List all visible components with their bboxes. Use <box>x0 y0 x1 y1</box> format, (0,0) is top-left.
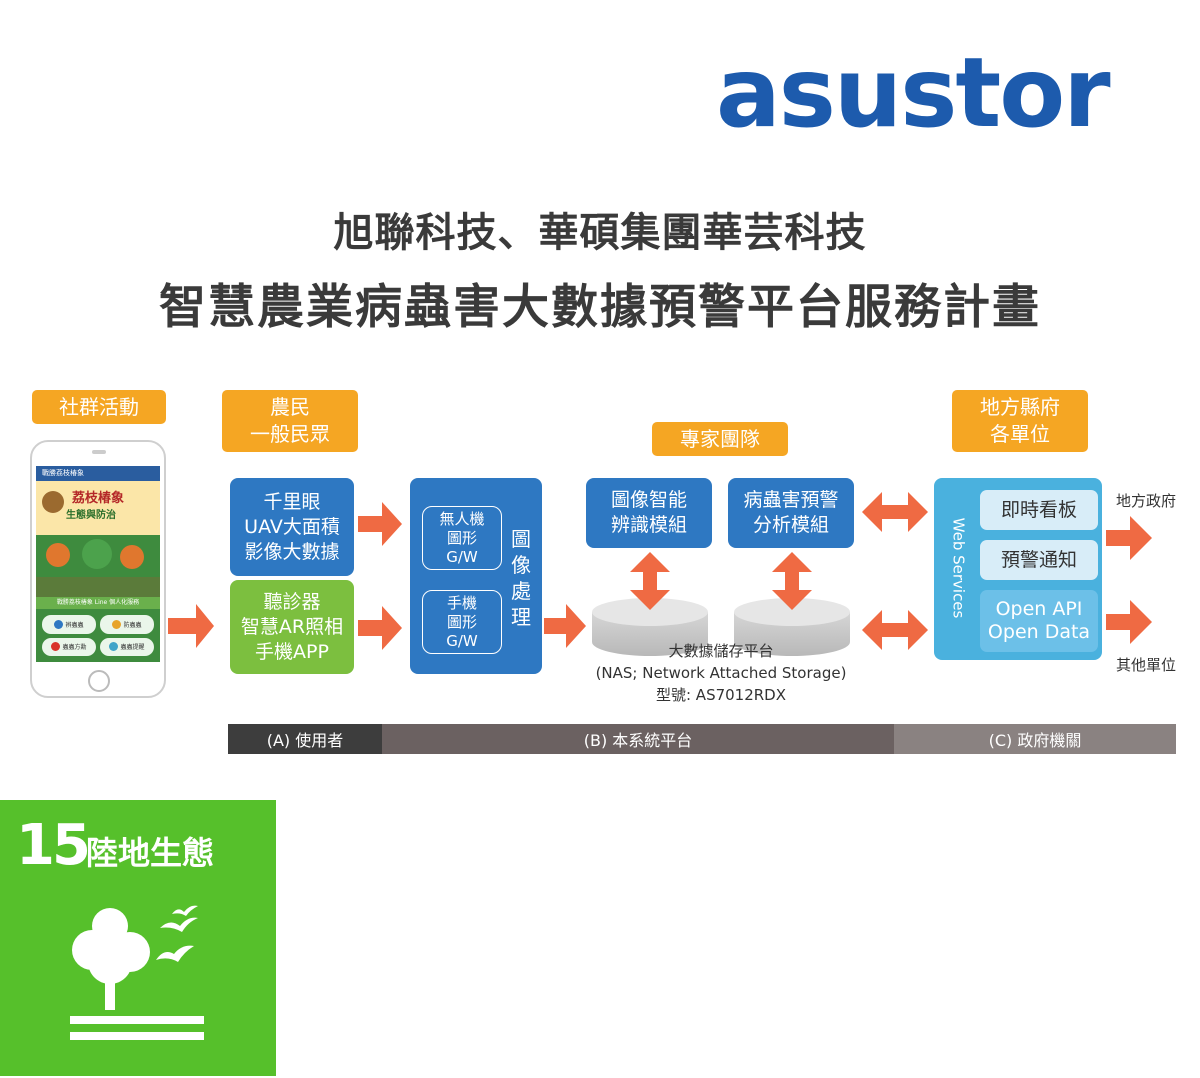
dashboard-item: 即時看板 <box>980 490 1098 530</box>
output-other-units: 其他單位 <box>1115 656 1176 674</box>
image-processing-label: 圖像處理 <box>511 527 531 629</box>
app-banner: 荔枝椿象 生態與防治 <box>36 481 160 535</box>
app-buttons: 辨蟲蟲 防蟲蟲 蟲蟲方勳 蟲蟲提醒 <box>36 609 160 662</box>
storage-label: 大數據儲存平台 (NAS; Network Attached Storage) … <box>586 640 856 706</box>
logo-text: asustor <box>716 52 1111 136</box>
app-button[interactable]: 防蟲蟲 <box>100 615 154 634</box>
label-experts: 專家團隊 <box>652 422 788 456</box>
phone-screen: 戰勝荔枝椿象 荔枝椿象 生態與防治 戰勝荔枝椿象 Line 個人化服務 辨蟲蟲 … <box>36 466 160 662</box>
app-button[interactable]: 蟲蟲方勳 <box>42 637 96 656</box>
arrow-right-icon <box>358 606 402 650</box>
pest-warning-module: 病蟲害預警分析模組 <box>728 478 854 548</box>
web-services-title: Web Services <box>949 517 968 619</box>
bar-government: (C) 政府機關 <box>894 724 1176 754</box>
arrow-right-icon <box>544 604 586 648</box>
bar-platform: (B) 本系統平台 <box>382 724 894 754</box>
asustor-logo: asustor <box>716 52 1113 136</box>
label-farmers: 農民一般民眾 <box>222 390 358 452</box>
app-strip: 戰勝荔枝椿象 Line 個人化服務 <box>36 597 160 609</box>
double-arrow-horizontal-icon <box>862 610 928 650</box>
app-bar: 戰勝荔枝椿象 <box>36 466 160 481</box>
sdg-number: 15 <box>16 813 91 878</box>
arrow-right-icon <box>358 502 402 546</box>
storage-model: 型號: AS7012RDX <box>655 686 787 704</box>
app-button[interactable]: 辨蟲蟲 <box>42 615 96 634</box>
arrow-right-icon <box>1106 600 1152 644</box>
phone-mockup: 戰勝荔枝椿象 荔枝椿象 生態與防治 戰勝荔枝椿象 Line 個人化服務 辨蟲蟲 … <box>30 440 166 698</box>
image-recognition-module: 圖像智能辨識模組 <box>586 478 712 548</box>
storage-name: 大數據儲存平台 <box>668 642 774 660</box>
storage-type: (NAS; Network Attached Storage) <box>595 664 847 682</box>
arrow-right-icon <box>1106 516 1152 560</box>
title-company: 旭聯科技、華碩集團華芸科技 <box>333 210 867 256</box>
arrow-right-icon <box>168 604 214 648</box>
home-button <box>88 670 110 692</box>
alert-item: 預警通知 <box>980 540 1098 580</box>
app-photo <box>36 535 160 597</box>
tree-birds-icon <box>70 905 204 1040</box>
sdg-15-badge: 15 陸地生態 <box>0 800 276 1076</box>
storage-cylinders <box>592 598 850 656</box>
output-local-gov: 地方政府 <box>1115 492 1176 510</box>
sdg-label: 陸地生態 <box>86 834 215 872</box>
app-box: 聽診器智慧AR照相手機APP <box>230 580 354 674</box>
label-social: 社群活動 <box>32 390 166 424</box>
app-button[interactable]: 蟲蟲提醒 <box>100 637 154 656</box>
bar-users: (A) 使用者 <box>228 724 382 754</box>
double-arrow-horizontal-icon <box>862 492 928 532</box>
label-gov: 地方縣府各單位 <box>952 390 1088 452</box>
title-project: 智慧農業病蟲害大數據預警平台服務計畫 <box>159 280 1041 335</box>
